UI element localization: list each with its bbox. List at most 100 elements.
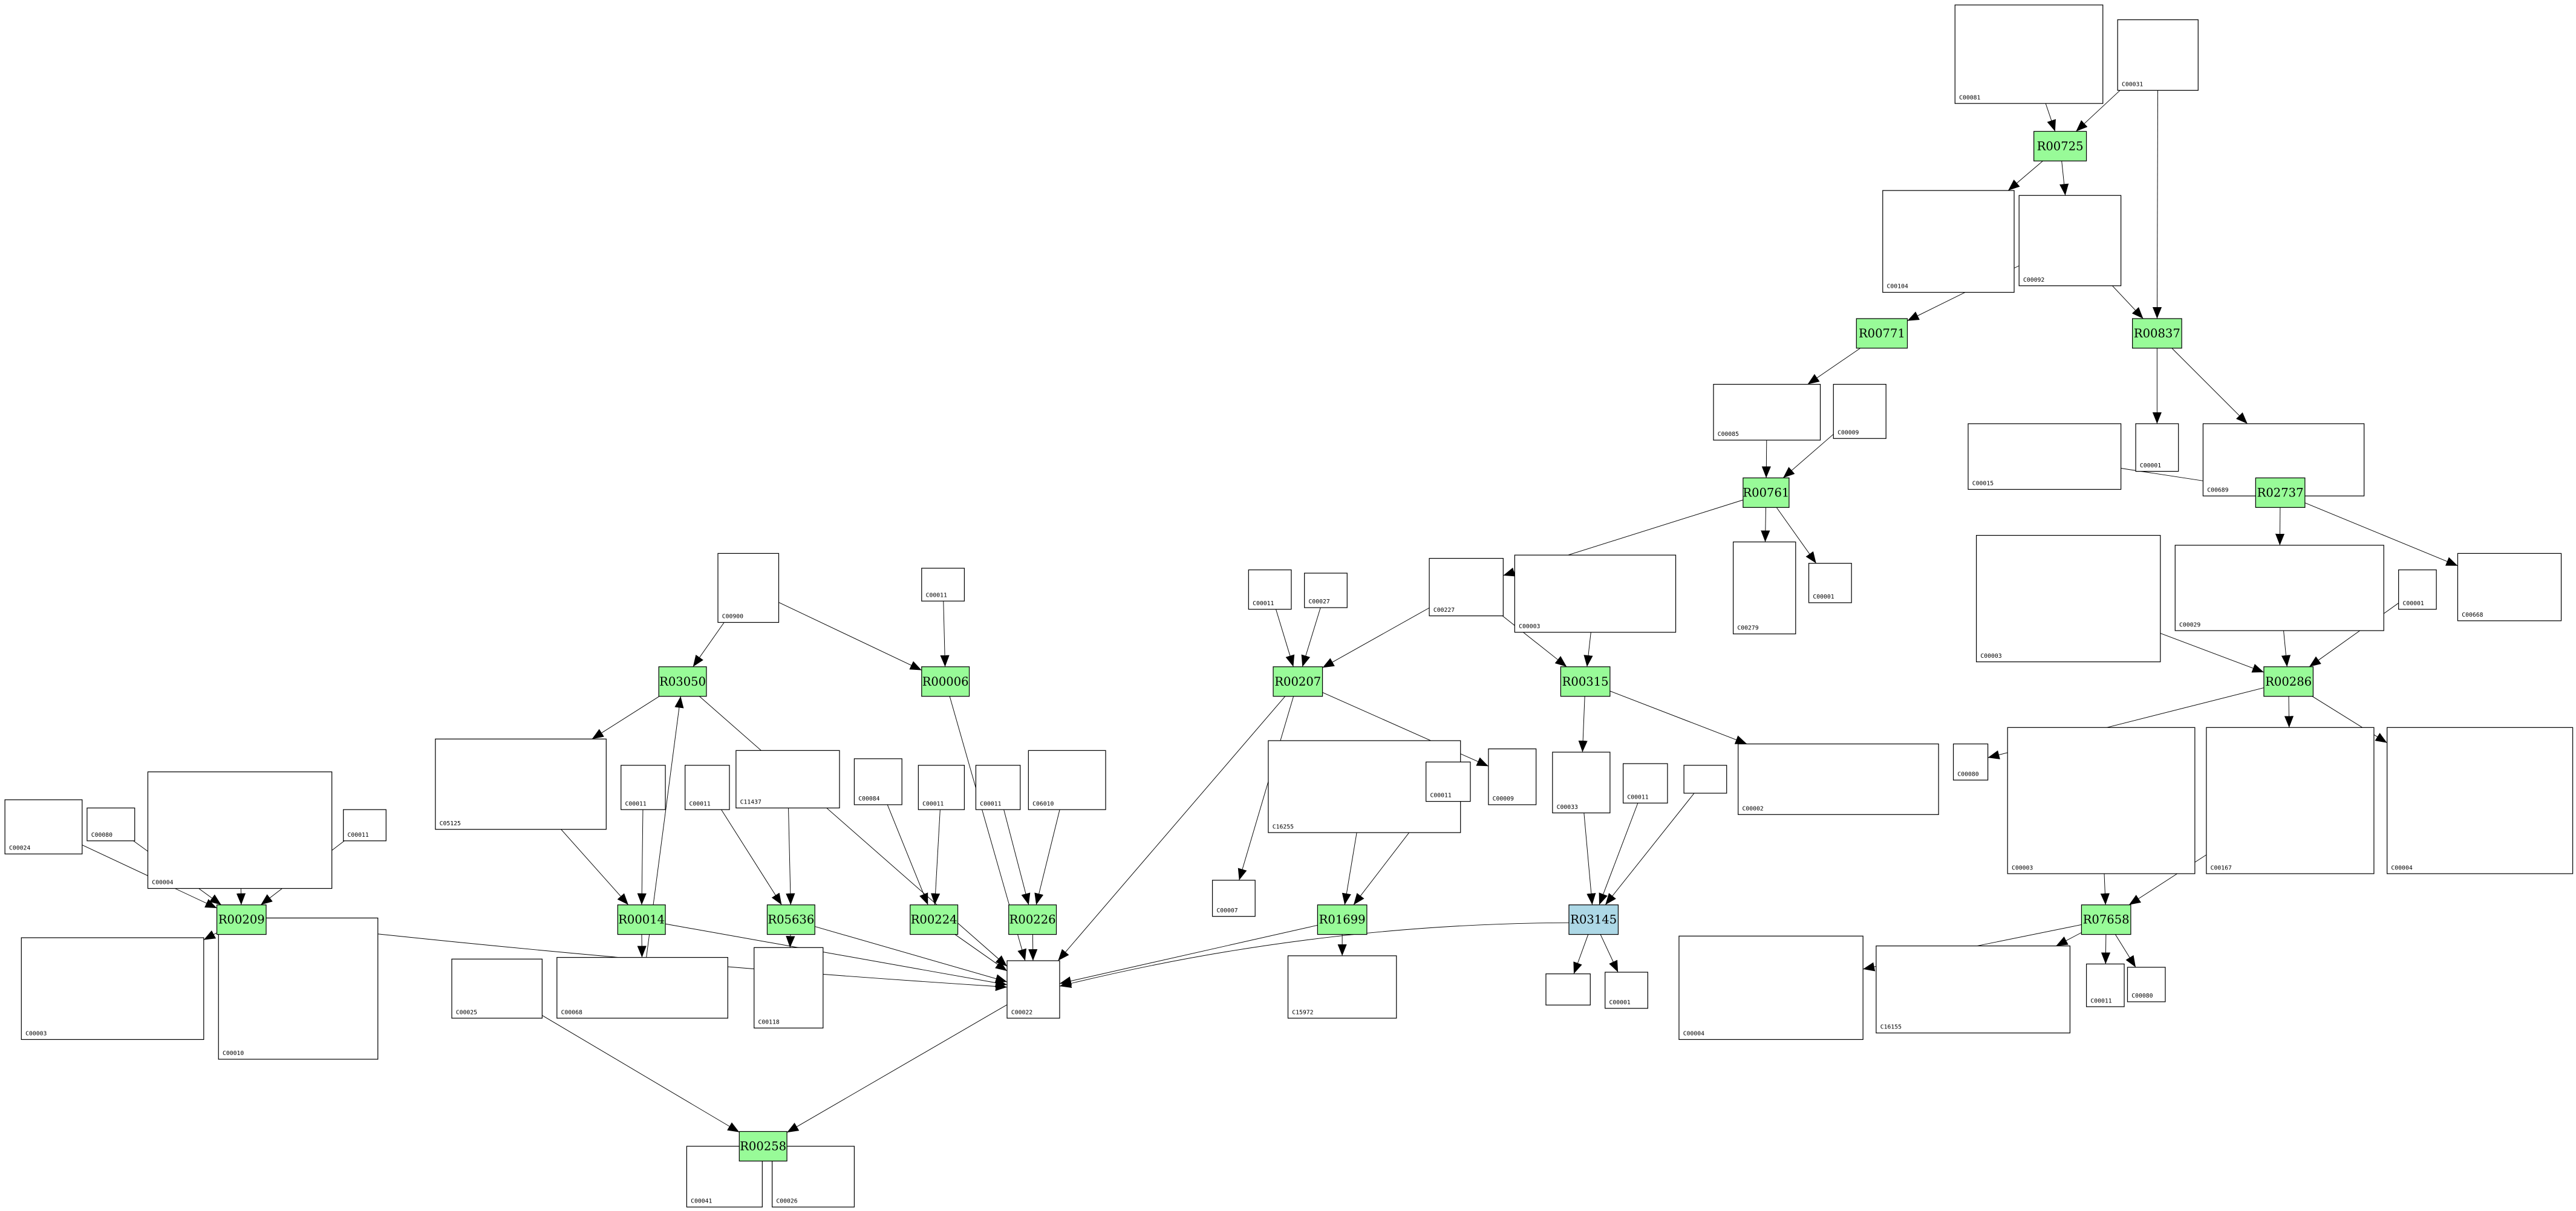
compound-box[interactable] (556, 956, 728, 1019)
compound-node[interactable]: C00022 (1006, 960, 1060, 1019)
compound-box[interactable] (1952, 743, 1989, 781)
compound-box[interactable] (2457, 553, 2562, 622)
reaction-box[interactable] (1743, 477, 1790, 508)
compound-box[interactable] (1545, 973, 1591, 1005)
compound-box[interactable] (2117, 19, 2199, 91)
compound-box[interactable] (1622, 763, 1668, 804)
compound-box[interactable] (1833, 384, 1886, 439)
reaction-node[interactable]: R05636 (766, 904, 815, 935)
compound-box[interactable] (1488, 748, 1537, 805)
compound-box[interactable] (1028, 750, 1106, 810)
compound-node[interactable]: C00011 (1426, 761, 1471, 802)
compound-node[interactable]: C00011 (621, 765, 666, 810)
compound-node[interactable]: C00024 (4, 799, 83, 855)
reaction-node[interactable]: R00006 (921, 666, 970, 697)
reaction-box[interactable] (910, 904, 959, 935)
reaction-node[interactable]: R00286 (2263, 666, 2314, 697)
reaction-box[interactable] (739, 1131, 787, 1162)
compound-box[interactable] (218, 917, 379, 1060)
compound-node[interactable]: C00227 (1429, 557, 1504, 617)
reaction-node[interactable]: R00837 (2132, 318, 2182, 349)
reaction-node[interactable]: R00014 (617, 904, 666, 935)
compound-box[interactable] (2007, 727, 2196, 874)
compound-node[interactable]: C00011 (685, 765, 730, 810)
compound-box[interactable] (1713, 384, 1821, 441)
reaction-box[interactable] (1568, 904, 1619, 935)
reaction-node[interactable]: R00258 (739, 1131, 787, 1162)
compound-box[interactable] (86, 807, 135, 842)
reaction-node[interactable]: R00761 (1743, 477, 1790, 508)
reaction-box[interactable] (617, 904, 666, 935)
compound-node[interactable]: C00001 (2398, 569, 2437, 610)
reaction-box[interactable] (2255, 477, 2306, 508)
compound-node[interactable]: C00004 (1678, 935, 1864, 1041)
compound-box[interactable] (1882, 190, 2015, 293)
compound-box[interactable] (1683, 765, 1727, 794)
compound-box[interactable] (2127, 967, 2166, 1002)
compound-node[interactable]: C00084 (853, 758, 902, 805)
compound-node[interactable]: C00004 (147, 771, 333, 889)
compound-node[interactable]: C00092 (2018, 195, 2122, 287)
compound-box[interactable] (21, 937, 204, 1041)
compound-node[interactable]: C00011 (2085, 963, 2125, 1007)
compound-box[interactable] (2398, 569, 2437, 610)
compound-node[interactable]: C00011 (918, 765, 965, 810)
compound-box[interactable] (1552, 752, 1611, 814)
compound-node[interactable]: C00118 (754, 947, 824, 1028)
compound-box[interactable] (1738, 743, 1939, 815)
compound-node[interactable]: C00025 (451, 958, 543, 1019)
compound-box[interactable] (975, 765, 1021, 810)
compound-box[interactable] (853, 758, 902, 805)
compound-box[interactable] (717, 553, 780, 623)
compound-box[interactable] (4, 799, 83, 855)
compound-node[interactable]: C15972 (1287, 955, 1397, 1019)
compound-box[interactable] (1006, 960, 1060, 1019)
reaction-node[interactable]: R00226 (1008, 904, 1057, 935)
compound-node[interactable]: C00009 (1488, 748, 1537, 805)
reaction-node[interactable]: R00209 (216, 904, 267, 935)
reaction-box[interactable] (658, 666, 707, 697)
compound-box[interactable] (435, 738, 607, 830)
compound-box[interactable] (1429, 557, 1504, 617)
compound-box[interactable] (1808, 563, 1852, 603)
compound-box[interactable] (685, 765, 730, 810)
compound-node[interactable]: C00085 (1713, 384, 1821, 441)
compound-box[interactable] (1514, 554, 1677, 633)
reaction-node[interactable]: R07658 (2081, 904, 2131, 935)
compound-box[interactable] (1876, 945, 2071, 1034)
compound-box[interactable] (1426, 761, 1471, 802)
compound-node[interactable]: C00011 (921, 568, 965, 602)
compound-node[interactable]: C00029 (2174, 545, 2384, 631)
compound-box[interactable] (1954, 4, 2104, 104)
reaction-box[interactable] (1273, 666, 1323, 697)
compound-node[interactable]: C11437 (735, 750, 840, 809)
reaction-box[interactable] (2081, 904, 2131, 935)
compound-node[interactable]: C05125 (435, 738, 607, 830)
compound-node[interactable]: C06010 (1028, 750, 1106, 810)
compound-box[interactable] (1732, 541, 1796, 635)
compound-box[interactable] (2085, 963, 2125, 1007)
compound-node[interactable]: C00011 (1248, 569, 1292, 610)
compound-node[interactable]: C00011 (343, 809, 386, 842)
reaction-box[interactable] (2033, 131, 2087, 161)
reaction-node[interactable]: R00224 (910, 904, 959, 935)
compound-node[interactable]: C00003 (2007, 727, 2196, 874)
reaction-node[interactable]: R02737 (2255, 477, 2306, 508)
compound-node[interactable]: C00031 (2117, 19, 2199, 91)
compound-box[interactable] (1304, 573, 1348, 608)
compound-node[interactable]: C00080 (86, 807, 135, 842)
compound-node[interactable]: C00033 (1552, 752, 1611, 814)
compound-node[interactable]: C00011 (1622, 763, 1668, 804)
compound-box[interactable] (1975, 534, 2161, 663)
compound-node[interactable]: C00001 (1808, 563, 1852, 603)
compound-node[interactable]: C00009 (1833, 384, 1886, 439)
reaction-box[interactable] (766, 904, 815, 935)
compound-box[interactable] (2206, 727, 2375, 874)
compound-node[interactable]: C00081 (1954, 4, 2104, 104)
compound-node[interactable]: C00668 (2457, 553, 2562, 622)
reaction-box[interactable] (1856, 318, 1908, 349)
compound-box[interactable] (147, 771, 333, 889)
reaction-node[interactable]: R01699 (1317, 904, 1368, 935)
compound-node[interactable]: C00003 (21, 937, 204, 1041)
compound-box[interactable] (2018, 195, 2122, 287)
